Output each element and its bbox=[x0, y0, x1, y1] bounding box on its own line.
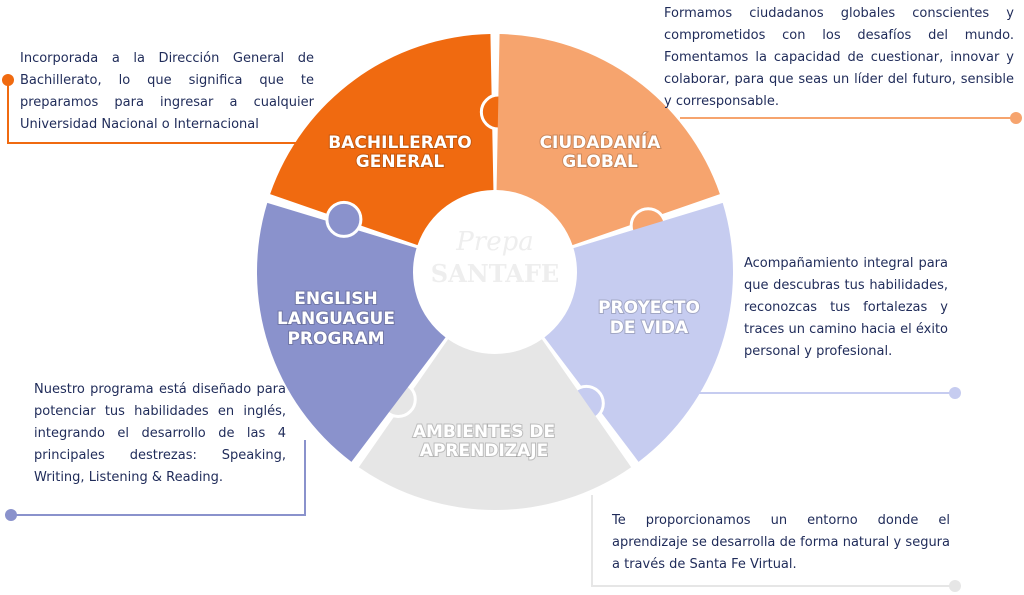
watermark-line2: SANTAFE bbox=[431, 259, 559, 288]
label-bachillerato: BACHILLERATO GENERAL bbox=[327, 132, 472, 173]
label-ciudadania: CIUDADANÍA GLOBAL bbox=[539, 130, 663, 173]
label-ciudadania-line2: GLOBAL bbox=[562, 152, 638, 172]
connector-dot-english bbox=[5, 509, 17, 521]
segment-ciudadania bbox=[496, 34, 720, 246]
label-proyecto-line1: PROYECTO bbox=[598, 298, 700, 318]
label-ambientes-line2: APRENDIZAJE bbox=[420, 441, 548, 461]
description-ciudadania: Formamos ciudadanos globales conscientes… bbox=[664, 6, 1014, 109]
label-english-line3: PROGRAM bbox=[287, 329, 384, 349]
connector-bachillerato bbox=[7, 80, 345, 144]
label-ciudadania-line1: CIUDADANÍA bbox=[540, 131, 662, 153]
segment-ambientes bbox=[358, 339, 632, 511]
puzzle-tab-english bbox=[325, 200, 363, 238]
label-proyecto-line2: DE VIDA bbox=[610, 318, 689, 338]
connector-dot-ciudadania bbox=[1010, 112, 1022, 124]
description-ambientes: Te proporcionamos un entorno donde el ap… bbox=[612, 513, 950, 572]
connector-english bbox=[11, 440, 306, 516]
label-bachillerato-line2: GENERAL bbox=[356, 152, 445, 172]
label-english: ENGLISH LANGUAGUE PROGRAM bbox=[276, 288, 396, 350]
ring-segments bbox=[257, 34, 733, 511]
label-english-line2: LANGUAGUE bbox=[277, 309, 395, 329]
connector-ambientes bbox=[591, 495, 955, 587]
watermark-line1: Prepa bbox=[455, 227, 533, 257]
center-disc bbox=[415, 192, 575, 352]
label-bachillerato-line1: BACHILLERATO bbox=[328, 133, 471, 153]
center-logo: Prepa SANTAFE bbox=[431, 227, 559, 288]
connector-dot-proyecto bbox=[949, 387, 961, 399]
connector-dot-ambientes bbox=[949, 580, 961, 592]
label-ambientes: AMBIENTES DE APRENDIZAJE bbox=[412, 421, 556, 462]
segment-english bbox=[257, 202, 446, 462]
segment-bachillerato bbox=[270, 34, 494, 246]
description-bachillerato: Incorporada a la Dirección General de Ba… bbox=[20, 51, 314, 132]
description-english: Nuestro programa está diseñado para pote… bbox=[34, 382, 286, 485]
connector-lines bbox=[2, 74, 1022, 592]
label-ambientes-line1: AMBIENTES DE bbox=[413, 422, 555, 442]
connector-dot-bachillerato bbox=[2, 74, 14, 86]
label-english-line1: ENGLISH bbox=[294, 289, 377, 309]
label-proyecto: PROYECTO DE VIDA bbox=[597, 297, 701, 339]
description-proyecto: Acompañamiento integral para que descubr… bbox=[744, 256, 948, 359]
